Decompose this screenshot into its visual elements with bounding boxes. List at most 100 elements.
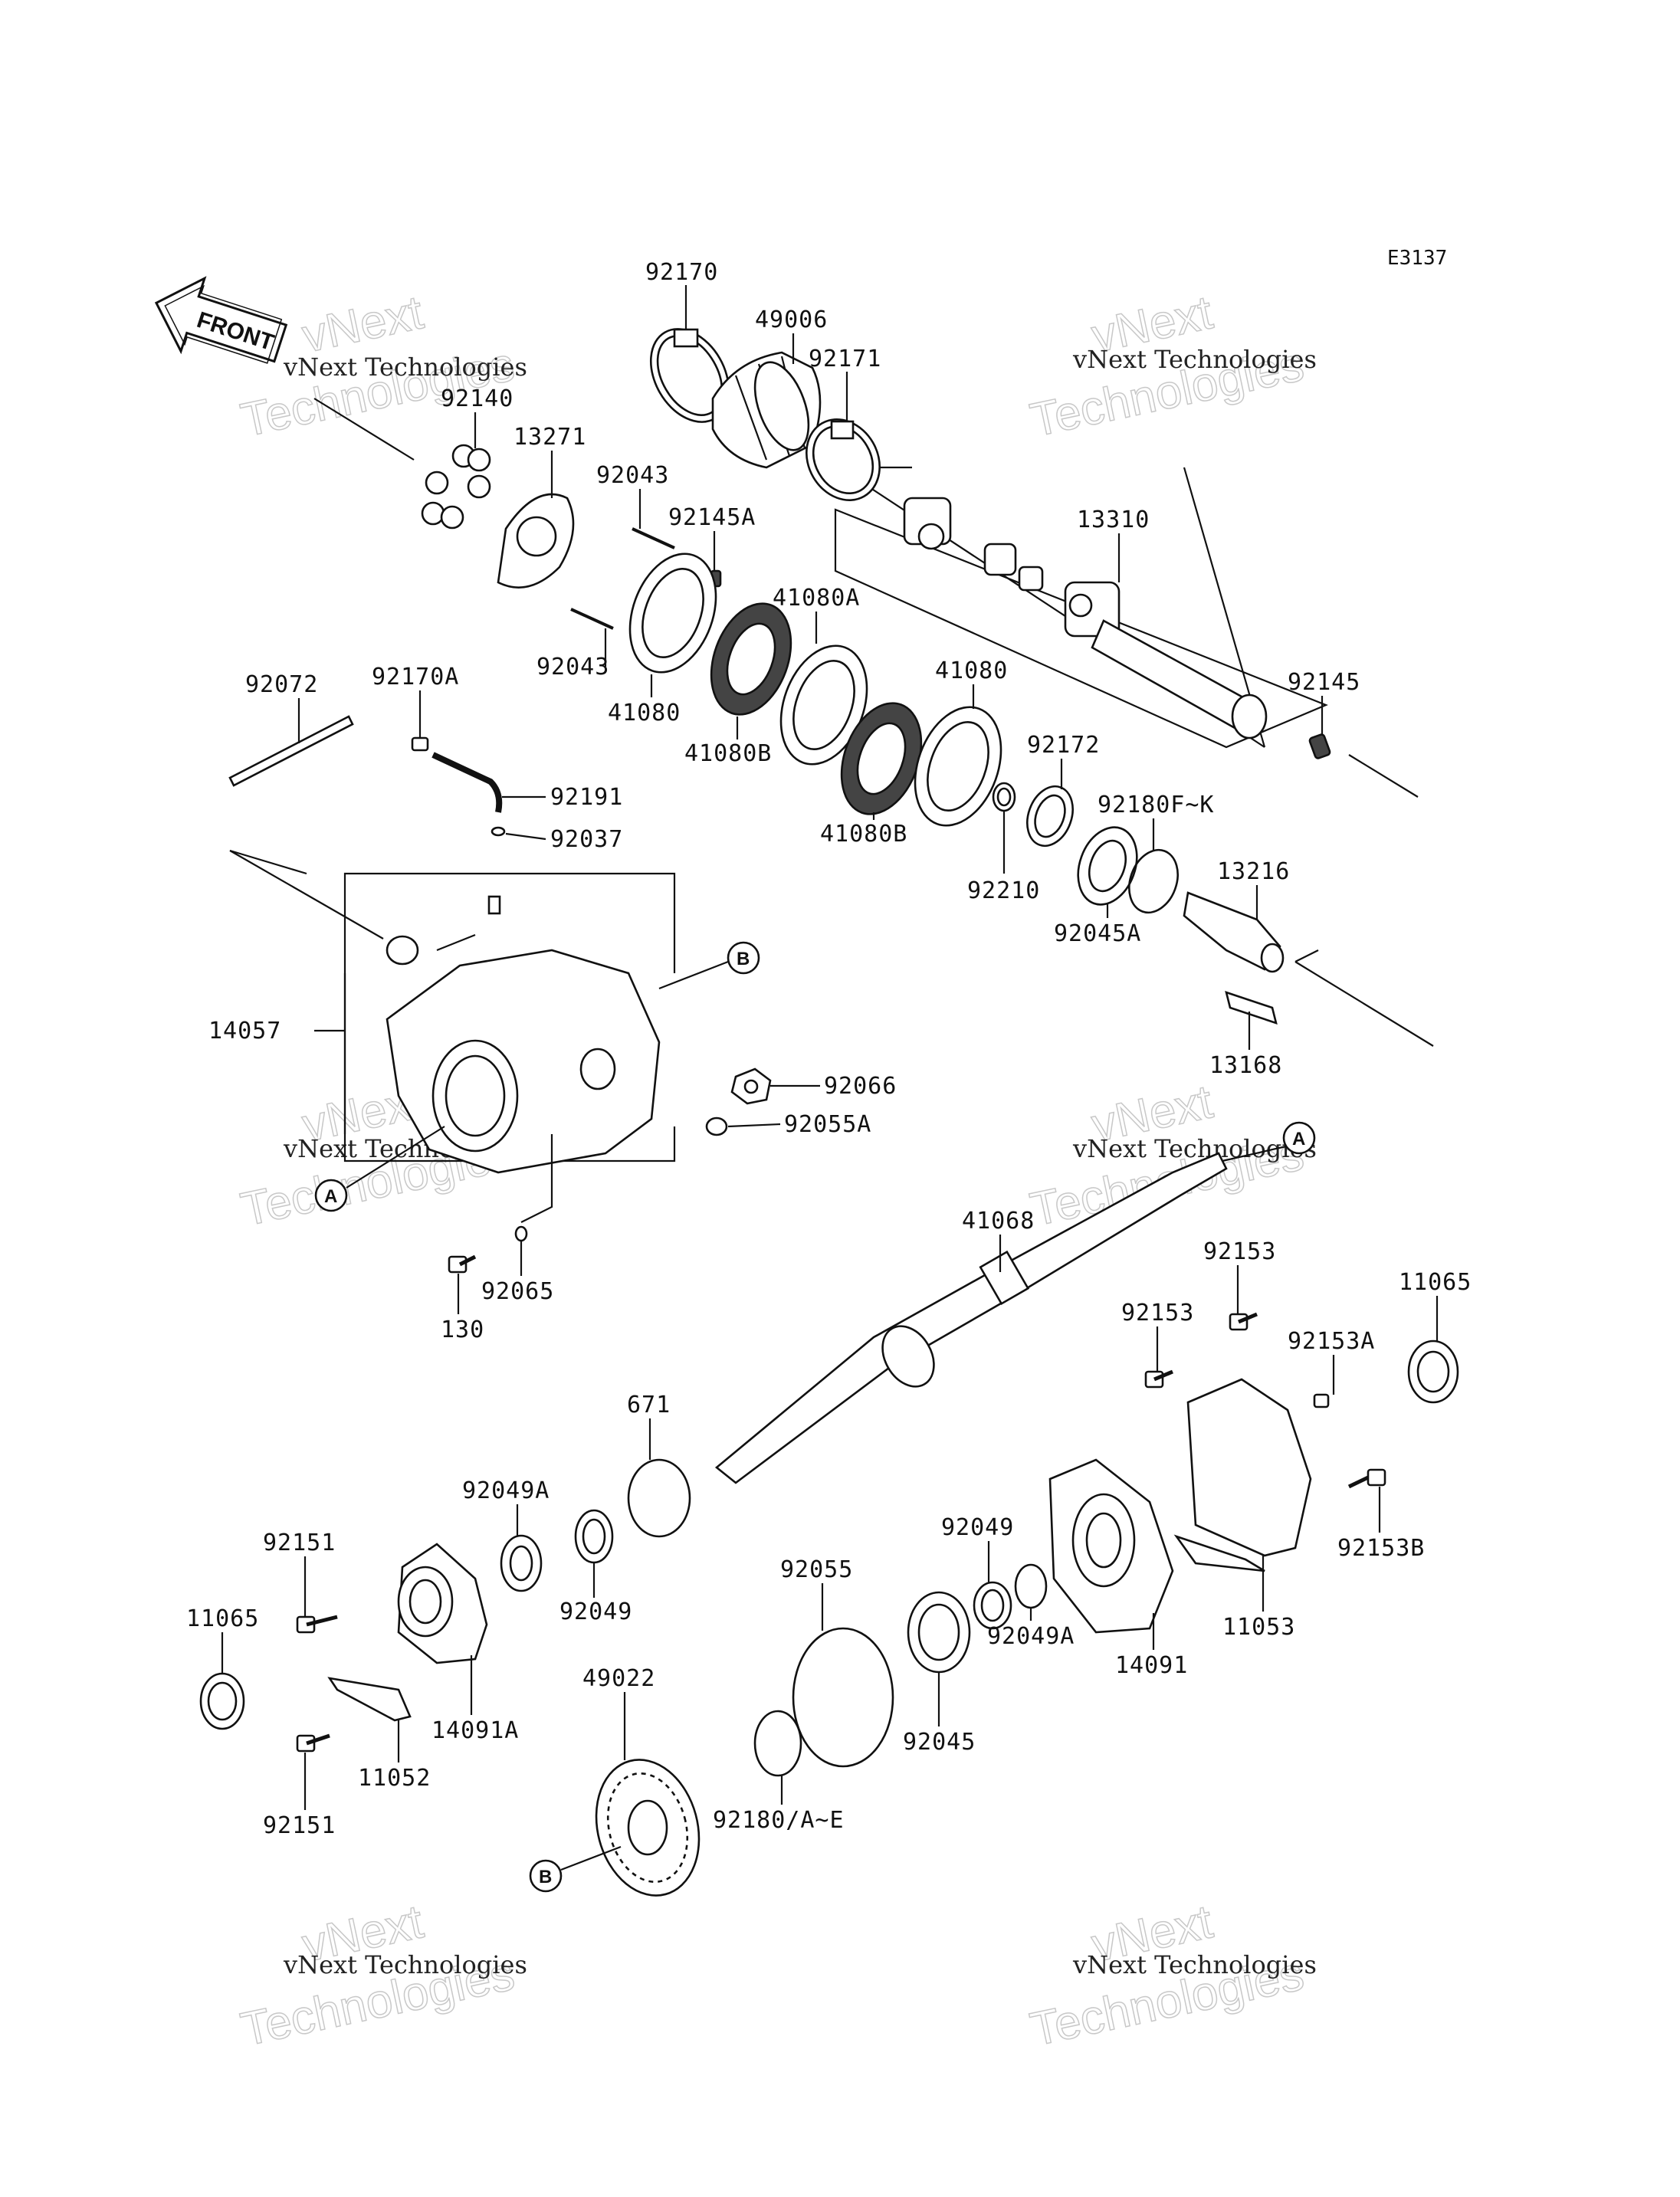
- label-92049-upper: 92049: [559, 1562, 632, 1625]
- tube-92191[interactable]: [431, 752, 503, 813]
- svg-text:92072: 92072: [245, 671, 318, 698]
- shaft-assembly-13310[interactable]: [834, 497, 1328, 749]
- seal-92049A-lower[interactable]: [1014, 1563, 1048, 1609]
- clamp-92171[interactable]: [792, 406, 894, 513]
- label-14057: 14057: [208, 1018, 281, 1044]
- label-11052: 11052: [358, 1720, 430, 1792]
- front-arrow-icon: FRONT: [154, 276, 288, 364]
- label-92043-lower: 92043: [536, 628, 609, 680]
- clip-92037[interactable]: [491, 826, 506, 837]
- plate-41080B-lower[interactable]: [827, 692, 936, 825]
- plate-41080A[interactable]: [766, 634, 882, 776]
- boot-49006[interactable]: [711, 351, 822, 469]
- bolt-92153-upper[interactable]: [1229, 1312, 1258, 1331]
- label-41080B-upper: 41080B: [684, 716, 771, 767]
- svg-text:671: 671: [627, 1392, 671, 1418]
- label-130: 130: [441, 1274, 484, 1343]
- clamp-92170[interactable]: [635, 315, 745, 436]
- pin-92043-lower[interactable]: [570, 608, 614, 630]
- label-92049-lower: 92049: [941, 1514, 1013, 1583]
- bolt-92153B[interactable]: [1347, 1468, 1386, 1489]
- watermark-caption: vNext Technologies: [1072, 345, 1317, 374]
- plate-41080B-upper[interactable]: [697, 592, 806, 726]
- label-41068: 41068: [962, 1208, 1034, 1272]
- svg-text:41080B: 41080B: [820, 821, 907, 848]
- seal-11065-right[interactable]: [1407, 1340, 1459, 1404]
- watermark-caption: vNext Technologies: [283, 1950, 527, 1979]
- seal-92049A-upper[interactable]: [500, 1534, 543, 1592]
- housing-14091[interactable]: [1048, 1458, 1174, 1634]
- svg-text:92171: 92171: [809, 346, 881, 372]
- shim-92180AE[interactable]: [753, 1710, 802, 1777]
- housing-14091A[interactable]: [397, 1543, 488, 1664]
- svg-text:11065: 11065: [186, 1605, 259, 1632]
- plate-41080-lower[interactable]: [900, 695, 1016, 838]
- tie-92072[interactable]: [228, 715, 354, 787]
- bolt-92153A[interactable]: [1313, 1393, 1330, 1408]
- seal-92172[interactable]: [1019, 780, 1081, 852]
- label-92145: 92145: [1288, 669, 1360, 736]
- bolt-92153-lower[interactable]: [1144, 1369, 1173, 1389]
- svg-text:11065: 11065: [1399, 1269, 1472, 1296]
- oring-92055[interactable]: [792, 1627, 894, 1768]
- label-92153-upper: 92153: [1203, 1238, 1275, 1314]
- watermark-bottom-left: vNext Technologies vNext Technologies: [236, 1895, 527, 2058]
- bolt-92151-upper[interactable]: [296, 1615, 338, 1634]
- watermark-vnext: vNext: [298, 286, 428, 362]
- clamp-92170A[interactable]: [411, 736, 429, 752]
- bolt-92151-lower[interactable]: [296, 1733, 330, 1753]
- diagram-code: E3137: [1387, 247, 1447, 270]
- label-92153-lower: 92153: [1121, 1300, 1193, 1372]
- watermark-mid-right: vNext Technologies vNext Technologies: [1025, 1075, 1317, 1238]
- label-11053: 11053: [1222, 1556, 1295, 1641]
- label-92153A: 92153A: [1288, 1328, 1374, 1395]
- shaft-13168[interactable]: [1225, 991, 1278, 1025]
- label-41080A: 41080A: [773, 585, 860, 644]
- svg-text:13168: 13168: [1209, 1052, 1282, 1079]
- seal-92049-upper[interactable]: [574, 1509, 614, 1564]
- balls-92140[interactable]: [421, 444, 491, 530]
- svg-text:49006: 49006: [755, 307, 828, 333]
- pinion-13216[interactable]: [1183, 891, 1285, 973]
- svg-text:92065: 92065: [481, 1278, 554, 1305]
- ring-92210[interactable]: [992, 782, 1016, 812]
- watermark-caption: vNext Technologies: [1072, 1134, 1317, 1163]
- cam-13271[interactable]: [497, 493, 575, 589]
- oring-671[interactable]: [627, 1458, 691, 1538]
- label-92066: 92066: [770, 1073, 896, 1100]
- svg-text:B: B: [539, 1867, 552, 1887]
- svg-text:92049: 92049: [559, 1599, 632, 1625]
- shim-92180FK[interactable]: [1121, 843, 1186, 919]
- svg-text:13216: 13216: [1217, 858, 1290, 885]
- cover-11053[interactable]: [1173, 1378, 1312, 1572]
- bearing-92045[interactable]: [907, 1591, 971, 1674]
- plate-41080-upper[interactable]: [615, 542, 731, 684]
- label-92072: 92072: [245, 671, 318, 743]
- nut-92066[interactable]: [730, 1067, 772, 1105]
- watermark-caption: vNext Technologies: [283, 353, 527, 382]
- label-92055A: 92055A: [727, 1111, 871, 1138]
- svg-text:41080A: 41080A: [773, 585, 860, 612]
- washer-92065[interactable]: [514, 1225, 528, 1242]
- bolt-130[interactable]: [448, 1254, 477, 1274]
- svg-text:92191: 92191: [550, 784, 623, 811]
- seal-11065-left[interactable]: [199, 1672, 245, 1730]
- seal-92049-lower[interactable]: [973, 1581, 1012, 1630]
- svg-text:14057: 14057: [208, 1018, 281, 1044]
- bearing-92045A[interactable]: [1068, 819, 1147, 913]
- gear-49022[interactable]: [582, 1748, 714, 1907]
- plate-11052[interactable]: [327, 1677, 412, 1722]
- svg-text:92151: 92151: [263, 1812, 336, 1839]
- svg-text:92145: 92145: [1288, 669, 1360, 696]
- ref-marker-A-left: A: [314, 1126, 445, 1212]
- oring-92055A[interactable]: [705, 1117, 728, 1136]
- pin-92043-upper[interactable]: [632, 527, 675, 549]
- axle-41068[interactable]: [714, 1152, 1228, 1484]
- svg-text:92170: 92170: [645, 259, 718, 286]
- label-13310: 13310: [1077, 507, 1149, 582]
- svg-text:11053: 11053: [1222, 1614, 1295, 1641]
- housing-14057[interactable]: [386, 895, 661, 1174]
- label-92049A-lower: 92049A: [987, 1608, 1074, 1650]
- spring-92145[interactable]: [1308, 733, 1331, 759]
